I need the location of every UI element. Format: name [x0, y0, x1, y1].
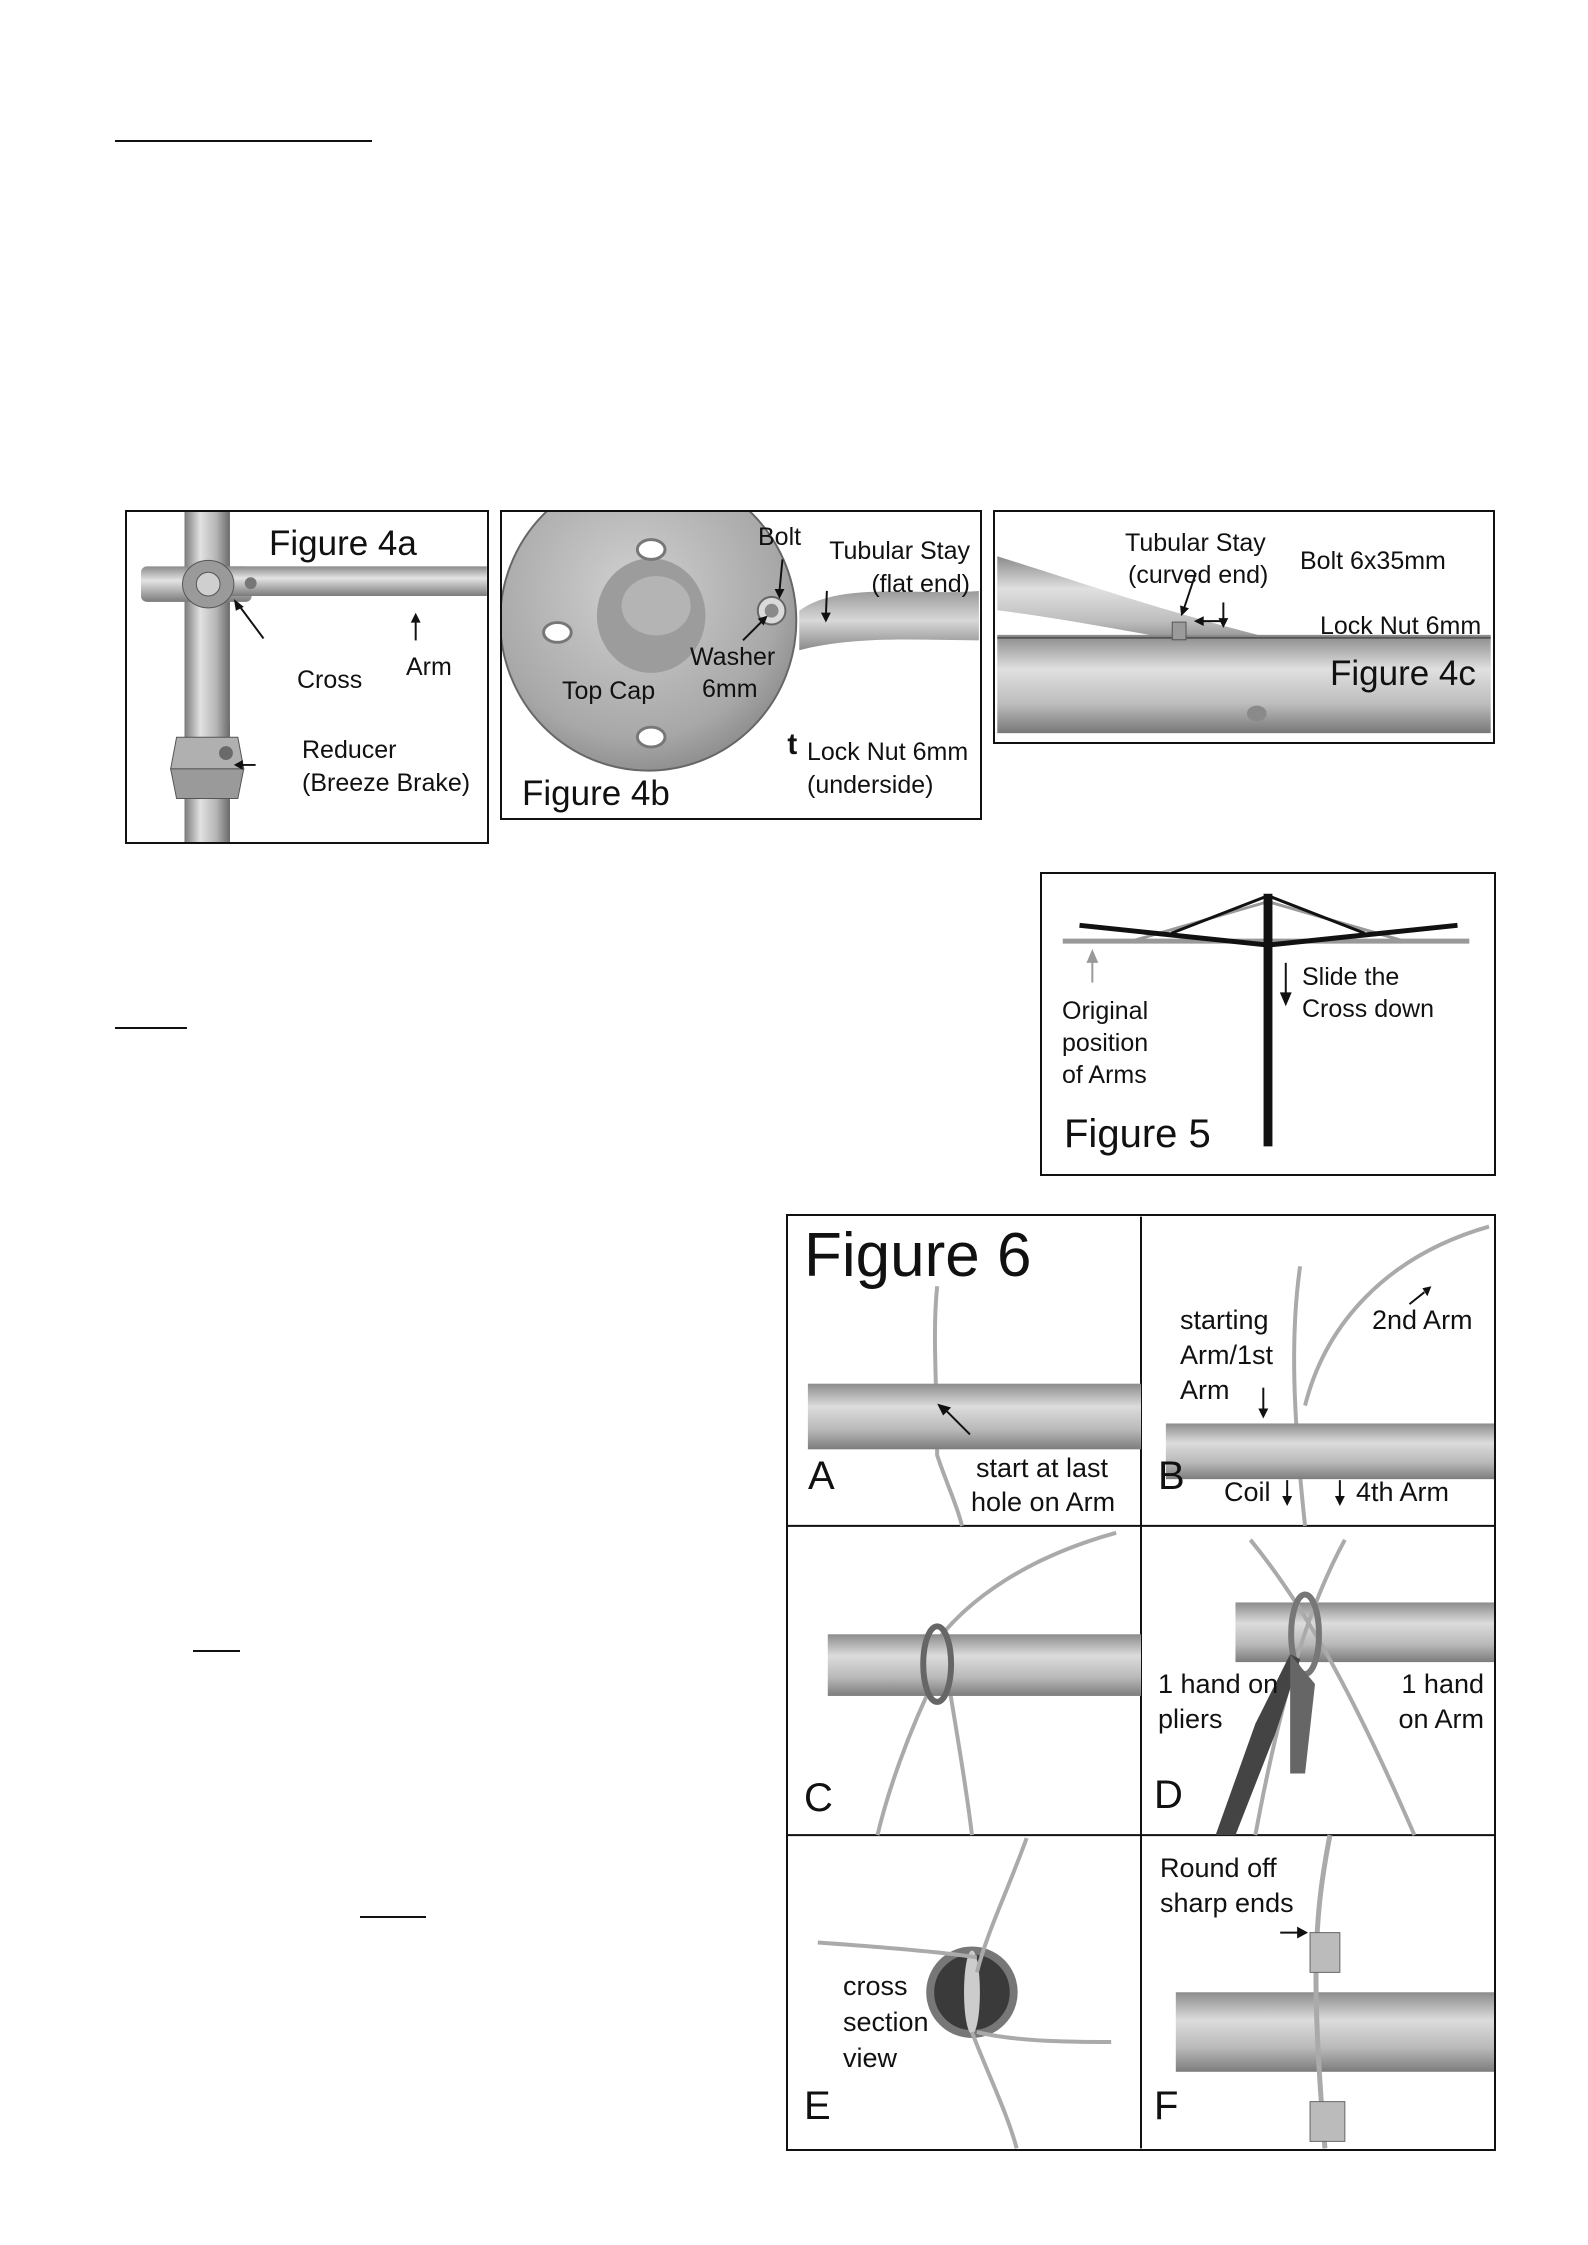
original-position-label-line1: Original [1062, 997, 1149, 1025]
panel-d-pliers-line2: pliers [1158, 1704, 1223, 1734]
panel-a-letter: A [808, 1454, 835, 1498]
bolt-6x35-label: Bolt 6x35mm [1300, 547, 1446, 575]
top-cap-label: Top Cap [562, 677, 656, 705]
panel-d-pliers-line1: 1 hand on [1158, 1669, 1279, 1699]
panel-e-letter: E [804, 2084, 831, 2128]
reducer-label-line2: (Breeze Brake) [302, 769, 471, 797]
figure-4c-title: Figure 4c [1330, 654, 1476, 693]
figure-5: Original position of Arms Slide the Cros… [1040, 872, 1496, 1176]
lock-nut-label-line2: (underside) [807, 771, 934, 799]
lock-nut-6mm-label: Lock Nut 6mm [1320, 612, 1482, 640]
figure-4c: Tubular Stay (curved end) Bolt 6x35mm Lo… [993, 510, 1495, 744]
panel-b-starting-line3: Arm [1180, 1375, 1230, 1405]
figure-5-title: Figure 5 [1064, 1112, 1211, 1156]
washer-label-line2: 6mm [702, 675, 758, 703]
panel-c-letter: C [804, 1776, 833, 1820]
washer-label-line1: Washer [690, 643, 776, 671]
panel-f-letter: F [1154, 2084, 1179, 2128]
panel-a-label-line1: start at last [976, 1453, 1109, 1483]
tubular-stay-label-line1: Tubular Stay [829, 537, 970, 565]
lock-nut-label-line1: Lock Nut 6mm [807, 738, 969, 766]
heading-underline-3 [193, 1650, 240, 1652]
panel-d-arm-line2: on Arm [1398, 1704, 1484, 1734]
figure-6-grid [788, 1216, 1494, 2149]
lock-nut-arrow-glyph: t [787, 728, 797, 761]
figure-4b-title: Figure 4b [522, 774, 670, 813]
figure-4a-title: Figure 4a [269, 524, 417, 563]
panel-a-label-line2: hole on Arm [971, 1487, 1116, 1517]
original-position-label-line2: position [1062, 1029, 1149, 1057]
figure-4b: t Bolt Tubular Stay (flat end) Washer 6m… [500, 510, 982, 820]
slide-cross-label-line1: Slide the [1302, 963, 1400, 991]
heading-underline-4 [360, 1916, 426, 1918]
panel-b-fourth-arm: 4th Arm [1356, 1477, 1450, 1507]
panel-f-label-line1: Round off [1160, 1853, 1277, 1883]
panel-e-label-line2: section [843, 2007, 929, 2037]
reducer-label-line1: Reducer [302, 736, 397, 764]
figure-6: Figure 6 A start at last hole on Arm B s… [786, 1214, 1496, 2151]
original-position-label-line3: of Arms [1062, 1061, 1147, 1089]
panel-b-coil: Coil [1224, 1477, 1271, 1507]
heading-underline-2 [115, 1027, 187, 1029]
panel-f-label-line2: sharp ends [1160, 1888, 1294, 1918]
tubular-stay-label-line2: (flat end) [871, 570, 970, 598]
panel-b-starting-line1: starting [1180, 1305, 1269, 1335]
figure-6-title: Figure 6 [804, 1221, 1032, 1290]
figure-4a: Figure 4a Cross Arm Reducer (Breeze Brak… [125, 510, 489, 844]
bolt-label: Bolt [758, 523, 802, 551]
panel-b-second-arm: 2nd Arm [1372, 1305, 1473, 1335]
figure-4c-photo [997, 556, 1491, 734]
panel-d-arm-line1: 1 hand [1401, 1669, 1484, 1699]
tubular-stay-curved-label-line2: (curved end) [1128, 561, 1269, 589]
panel-e-label-line1: cross [843, 1971, 908, 2001]
heading-underline-1 [115, 140, 372, 142]
panel-b-starting-line2: Arm/1st [1180, 1340, 1274, 1370]
panel-d-letter: D [1154, 1773, 1183, 1817]
slide-cross-label-line2: Cross down [1302, 995, 1434, 1023]
figure-4a-photo [141, 512, 487, 842]
tubular-stay-curved-label-line1: Tubular Stay [1125, 529, 1266, 557]
figure-4b-photo: t [502, 512, 979, 772]
cross-label: Cross [297, 666, 363, 694]
arm-label: Arm [406, 653, 452, 681]
panel-b-letter: B [1158, 1454, 1185, 1498]
figure-5-diagram [1062, 893, 1470, 1147]
panel-e-label-line3: view [843, 2043, 898, 2073]
